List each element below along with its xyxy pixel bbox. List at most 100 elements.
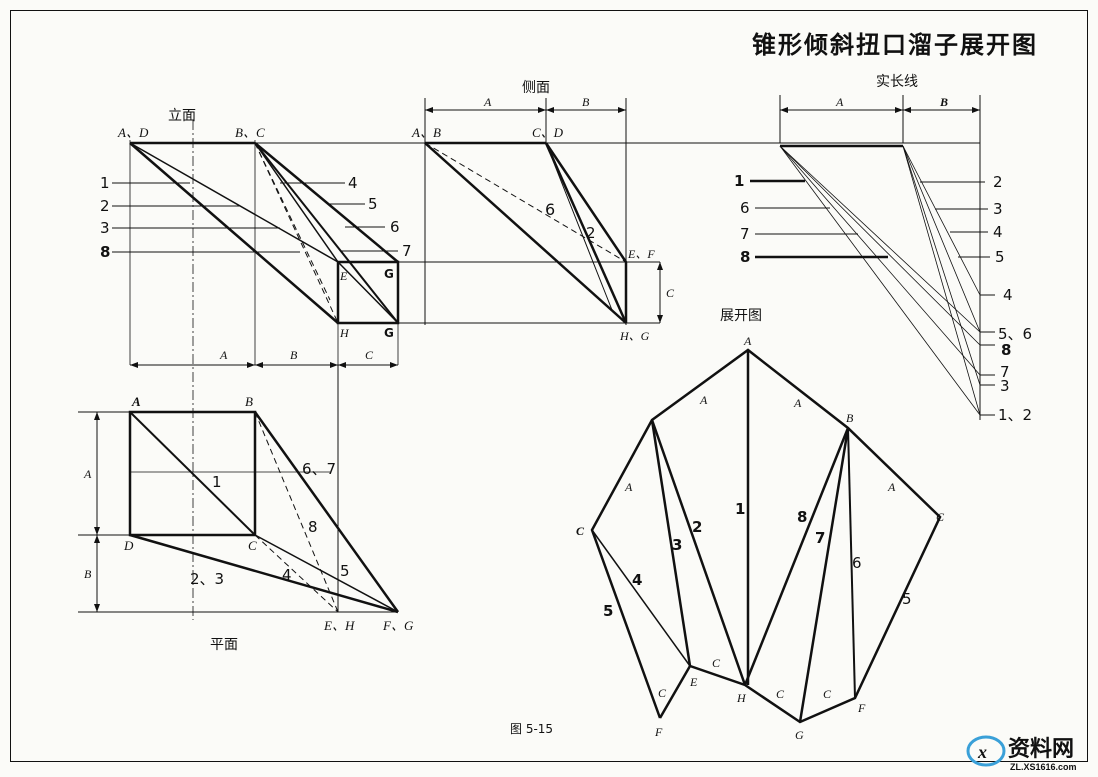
dev-vertex-b: B bbox=[846, 411, 854, 425]
tl-label-1: 1 bbox=[734, 172, 744, 190]
plan-hidden-8 bbox=[254, 411, 339, 613]
plan-dim-b: B bbox=[84, 567, 92, 581]
dev-edge-a1: A bbox=[699, 393, 708, 407]
dev-vertex-c-left: C bbox=[576, 524, 585, 538]
elevation-hidden-2 bbox=[254, 142, 331, 301]
plan-line-label-4: 4 bbox=[282, 566, 292, 584]
development-view bbox=[590, 348, 942, 724]
elevation-edge-ae bbox=[129, 142, 339, 263]
tl-label-4: 4 bbox=[993, 223, 1003, 241]
tl-line-1 bbox=[779, 145, 981, 416]
tl-line-6 bbox=[779, 145, 981, 333]
elevation-dim-a: A bbox=[219, 348, 228, 362]
side-label: 侧面 bbox=[522, 80, 550, 96]
side-line-label-6: 6 bbox=[545, 200, 555, 219]
dev-vertex-f-left: F bbox=[654, 725, 663, 739]
plan-view bbox=[78, 365, 400, 614]
tl-label-3: 3 bbox=[993, 200, 1003, 218]
side-edge-ah bbox=[424, 142, 627, 324]
plan-corner-c: C bbox=[248, 538, 257, 553]
plan-line-label-5: 5 bbox=[340, 562, 350, 580]
label-ef: E、F bbox=[627, 247, 655, 261]
elevation-edge-ce bbox=[254, 142, 339, 263]
dev-label-5-left: 5 bbox=[603, 602, 613, 620]
true-length-labels: A B 1 6 7 8 2 3 4 5 4 5、6 8 7 3 1、2 bbox=[734, 95, 1032, 424]
plan-line-label-1: 1 bbox=[212, 473, 222, 491]
elevation-edge-ah bbox=[129, 142, 339, 324]
plan-line-label-67: 6、7 bbox=[302, 460, 336, 478]
dev-label-6: 6 bbox=[852, 554, 862, 572]
elevation-bottom-outlet bbox=[336, 260, 400, 325]
label-hg: H、G bbox=[619, 329, 650, 343]
true-length-label: 实长线 bbox=[876, 74, 918, 90]
dev-edge-c4: C bbox=[823, 687, 832, 701]
label-cd: C、D bbox=[532, 125, 564, 140]
label-g-top: G bbox=[384, 267, 394, 281]
elevation-view: 立面 bbox=[112, 108, 980, 620]
tl-line-8 bbox=[779, 145, 981, 346]
tl-end-56: 5、6 bbox=[998, 325, 1032, 343]
leader-label-5: 5 bbox=[368, 195, 378, 213]
tl-end-8: 8 bbox=[1001, 341, 1011, 359]
label-h: H bbox=[339, 326, 350, 340]
leader-label-8: 8 bbox=[100, 243, 110, 261]
dev-label-4: 4 bbox=[632, 571, 642, 589]
tl-line-7 bbox=[779, 145, 981, 376]
elevation-dim-c: C bbox=[365, 348, 374, 362]
development-labels: 展开图 A B C C E F H G F A A A A C C C C 1 … bbox=[576, 308, 945, 742]
side-labels: A、B C、D E、F H、G 6 2 A B C bbox=[411, 95, 675, 343]
dev-vertex-f-right: F bbox=[857, 701, 866, 715]
leader-label-1: 1 bbox=[100, 174, 110, 192]
tl-end-4: 4 bbox=[1003, 286, 1013, 304]
leader-label-6: 6 bbox=[390, 218, 400, 236]
watermark-logo: x 资料网 ZL.XS1616.com bbox=[966, 735, 1077, 772]
side-dim-c: C bbox=[666, 286, 675, 300]
tl-label-7: 7 bbox=[740, 225, 750, 243]
side-edge-cg bbox=[544, 142, 628, 324]
tl-line-2 bbox=[902, 145, 981, 416]
tl-line-5 bbox=[902, 145, 981, 333]
elevation-edge-cg bbox=[254, 142, 399, 324]
dev-label-1: 1 bbox=[735, 500, 745, 518]
dev-vertex-c-right: C bbox=[936, 510, 945, 524]
side-hidden-line-6 bbox=[424, 142, 627, 263]
elevation-labels: A、D B、C E G H G 1 2 3 8 4 5 6 7 A B C bbox=[100, 125, 412, 362]
plan-line-label-8: 8 bbox=[308, 518, 318, 536]
dev-line-2 bbox=[650, 419, 747, 686]
plan-top-opening bbox=[128, 410, 257, 537]
dev-edge-c3: C bbox=[776, 687, 785, 701]
plan-line-label-23: 2、3 bbox=[190, 570, 224, 588]
dev-vertex-a: A bbox=[743, 334, 752, 348]
dev-label-2: 2 bbox=[692, 518, 702, 536]
elevation-edge-bg bbox=[254, 142, 399, 263]
side-line-label-2: 2 bbox=[586, 224, 596, 242]
true-length-view: 实长线 bbox=[750, 74, 995, 420]
elevation-outlet-diagonal bbox=[337, 261, 399, 324]
label-bc: B、C bbox=[235, 125, 265, 140]
dev-edge-a4: A bbox=[887, 480, 896, 494]
plan-corner-eh: E、H bbox=[323, 618, 355, 633]
dev-edge-c2: C bbox=[658, 686, 667, 700]
watermark-url: ZL.XS1616.com bbox=[1010, 762, 1077, 772]
tl-end-12: 1、2 bbox=[998, 406, 1032, 424]
figure-caption: 图 5-15 bbox=[510, 722, 553, 736]
side-dim-b: B bbox=[582, 95, 590, 109]
dev-vertex-h: H bbox=[736, 691, 747, 705]
development-outline bbox=[590, 348, 942, 724]
dev-line-8 bbox=[743, 427, 850, 686]
plan-hidden-4 bbox=[254, 534, 339, 613]
plan-corner-a: A bbox=[131, 394, 141, 409]
tl-line-4 bbox=[902, 145, 981, 296]
watermark-xs-glyph: x bbox=[977, 742, 987, 762]
side-dim-a: A bbox=[483, 95, 492, 109]
tl-line-3 bbox=[902, 145, 981, 386]
dev-line-6 bbox=[847, 427, 856, 699]
dev-line-4 bbox=[591, 529, 691, 667]
dev-label-7: 7 bbox=[815, 529, 825, 547]
plan-corner-b: B bbox=[245, 394, 253, 409]
leader-label-7: 7 bbox=[402, 242, 412, 260]
tl-dim-a: A bbox=[835, 95, 844, 109]
dev-edge-c1: C bbox=[712, 656, 721, 670]
watermark-brand: 资料网 bbox=[1008, 736, 1074, 761]
